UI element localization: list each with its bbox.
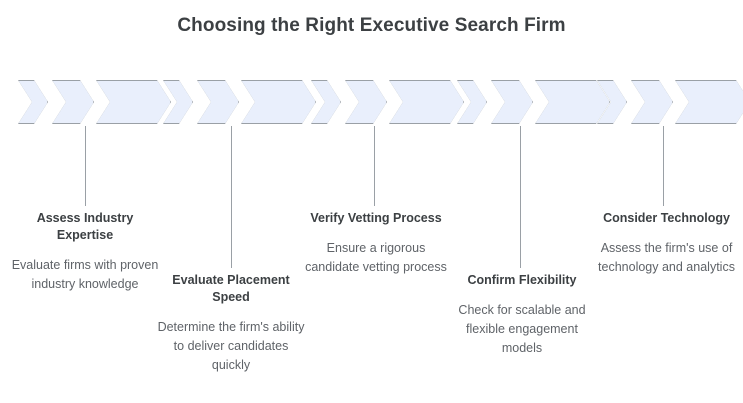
chevron-arrow-icon (163, 80, 193, 124)
chevron-arrow-icon (457, 80, 487, 124)
step-description-4: Check for scalable and flexible engageme… (458, 303, 586, 355)
step-text-4: Confirm Flexibility Check for scalable a… (447, 272, 597, 358)
step-text-1: Assess Industry Expertise Evaluate firms… (10, 210, 160, 294)
chevron-group-3 (311, 80, 464, 124)
step-description-5: Assess the firm's use of technology and … (598, 241, 735, 274)
step-text-2: Evaluate Placement Speed Determine the f… (156, 272, 306, 375)
step-description-1: Evaluate firms with proven industry know… (11, 258, 159, 291)
chevron-arrow-icon (631, 80, 673, 124)
step-description-3: Ensure a rigorous candidate vetting proc… (305, 241, 447, 274)
chevron-arrow-icon (311, 80, 341, 124)
chevron-arrow-icon (96, 80, 171, 124)
connector-line-1 (85, 126, 86, 206)
step-heading-1: Assess Industry Expertise (36, 211, 134, 242)
chevron-arrow-icon (535, 80, 610, 124)
chevron-arrow-icon (241, 80, 316, 124)
chevron-group-4 (457, 80, 610, 124)
step-heading-2: Evaluate Placement Speed (172, 273, 290, 304)
chevron-arrow-icon (675, 80, 743, 124)
step-heading-5: Consider Technology (603, 211, 730, 225)
step-heading-4: Confirm Flexibility (467, 273, 577, 287)
step-text-3: Verify Vetting Process Ensure a rigorous… (303, 210, 449, 277)
chevron-arrow-icon (597, 80, 627, 124)
step-heading-3: Verify Vetting Process (310, 211, 442, 225)
chevron-group-1 (18, 80, 171, 124)
chevron-arrow-icon (18, 80, 48, 124)
connector-line-5 (663, 126, 664, 206)
chevron-arrow-icon (345, 80, 387, 124)
chevron-arrow-icon (197, 80, 239, 124)
step-text-5: Consider Technology Assess the firm's us… (595, 210, 738, 277)
page-title: Choosing the Right Executive Search Firm (177, 15, 566, 36)
connector-line-4 (520, 126, 521, 268)
chevron-group-5 (597, 80, 743, 124)
step-description-2: Determine the firm's ability to deliver … (157, 320, 305, 372)
chevron-group-2 (163, 80, 316, 124)
chevron-arrow-icon (389, 80, 464, 124)
connector-line-3 (374, 126, 375, 206)
connector-line-2 (231, 126, 232, 268)
chevron-arrow-icon (491, 80, 533, 124)
chevron-arrow-icon (52, 80, 94, 124)
